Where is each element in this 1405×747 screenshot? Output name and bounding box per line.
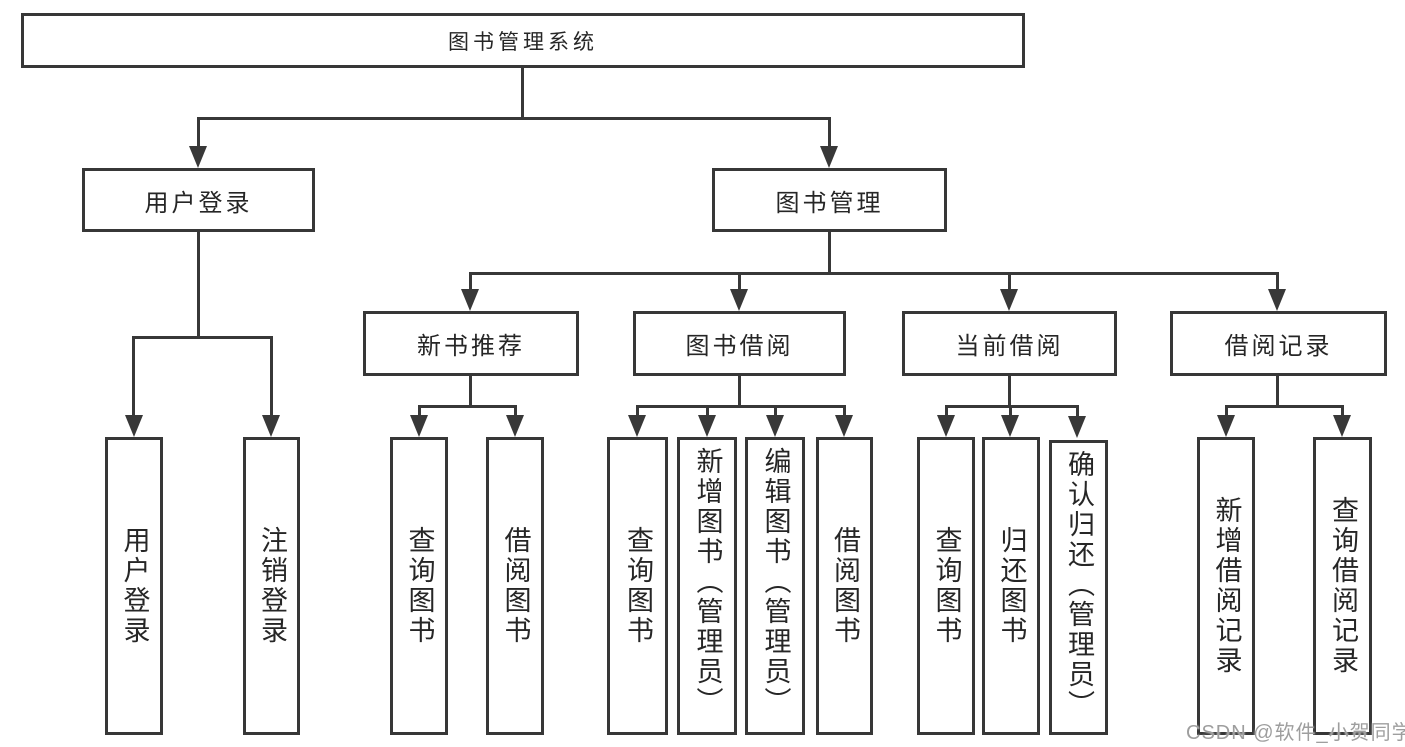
leaf-nb-borrow-book-label: 借阅图书: [500, 526, 531, 646]
leaf-logout-label: 注销登录: [257, 526, 287, 646]
connector-line: [469, 272, 1279, 275]
connector-line: [1276, 272, 1279, 291]
arrow-down-icon: [262, 415, 280, 437]
leaf-cb-return-book-label: 归还图书: [996, 526, 1027, 646]
leaf-br-query-record-label: 查询借阅记录: [1328, 496, 1358, 676]
connector-line: [132, 336, 135, 416]
node-new-book-recommend: 新书推荐: [363, 311, 579, 376]
connector-line: [738, 272, 741, 291]
leaf-cb-confirm-return-admin-label: 确认归还（管理员）: [1064, 450, 1094, 720]
leaf-bb-query-book: 查询图书: [607, 437, 668, 735]
node-new-book-recommend-label: 新书推荐: [417, 333, 525, 360]
connector-line: [418, 405, 517, 408]
arrow-down-icon: [1217, 415, 1235, 437]
arrow-down-icon: [125, 415, 143, 437]
node-book-management: 图书管理: [712, 168, 947, 232]
leaf-br-add-record-label: 新增借阅记录: [1211, 496, 1242, 676]
leaf-bb-borrow-book-label: 借阅图书: [830, 526, 860, 646]
node-root: 图书管理系统: [21, 13, 1025, 68]
connector-line: [1225, 405, 1343, 408]
leaf-cb-return-book: 归还图书: [982, 437, 1040, 735]
connector-line: [1276, 376, 1279, 405]
connector-line: [738, 376, 741, 405]
leaf-nb-query-book-label: 查询图书: [404, 526, 435, 646]
leaf-user-login: 用户登录: [105, 437, 163, 735]
leaf-cb-confirm-return-admin: 确认归还（管理员）: [1049, 440, 1108, 735]
connector-line: [132, 336, 273, 339]
leaf-bb-add-book-admin-label: 新增图书（管理员）: [692, 447, 723, 717]
connector-line: [197, 117, 200, 148]
connector-line: [636, 405, 846, 408]
leaf-nb-query-book: 查询图书: [390, 437, 448, 735]
arrow-down-icon: [461, 289, 479, 311]
connector-line: [828, 117, 831, 148]
connector-line: [774, 405, 777, 419]
arrow-down-icon: [1333, 415, 1351, 437]
connector-line: [706, 405, 709, 419]
connector-line: [1225, 405, 1228, 419]
arrow-down-icon: [820, 146, 838, 168]
leaf-bb-edit-book-admin-label: 编辑图书（管理员）: [760, 447, 791, 717]
connector-line: [1009, 405, 1012, 419]
arrow-down-icon: [628, 415, 646, 437]
connector-line: [521, 68, 524, 117]
arrow-down-icon: [937, 415, 955, 437]
arrow-down-icon: [1001, 415, 1019, 437]
connector-line: [197, 117, 831, 120]
leaf-bb-borrow-book: 借阅图书: [816, 437, 873, 735]
watermark: CSDN @软件_小贺同学: [1186, 722, 1405, 744]
leaf-br-add-record: 新增借阅记录: [1197, 437, 1255, 735]
connector-line: [469, 376, 472, 405]
arrow-down-icon: [1000, 289, 1018, 311]
leaf-br-query-record: 查询借阅记录: [1313, 437, 1372, 735]
arrow-down-icon: [766, 415, 784, 437]
node-current-borrow-label: 当前借阅: [955, 333, 1064, 360]
connector-line: [1008, 376, 1011, 405]
node-root-label: 图书管理系统: [448, 30, 598, 54]
leaf-bb-query-book-label: 查询图书: [623, 526, 653, 646]
leaf-bb-edit-book-admin: 编辑图书（管理员）: [745, 437, 805, 735]
connector-line: [418, 405, 421, 419]
arrow-down-icon: [189, 146, 207, 168]
node-user-login-label: 用户登录: [144, 189, 253, 217]
leaf-nb-borrow-book: 借阅图书: [486, 437, 544, 735]
arrow-down-icon: [1068, 416, 1086, 438]
connector-line: [828, 232, 831, 272]
node-borrow-record: 借阅记录: [1170, 311, 1387, 376]
connector-line: [270, 336, 273, 416]
node-user-login: 用户登录: [82, 168, 315, 232]
node-borrow-record-label: 借阅记录: [1224, 333, 1333, 360]
connector-line: [469, 272, 472, 291]
arrow-down-icon: [698, 415, 716, 437]
arrow-down-icon: [410, 415, 428, 437]
leaf-logout: 注销登录: [243, 437, 300, 735]
arrow-down-icon: [835, 415, 853, 437]
arrow-down-icon: [1268, 289, 1286, 311]
node-book-management-label: 图书管理: [775, 189, 884, 217]
connector-line: [636, 405, 639, 419]
connector-line: [843, 405, 846, 419]
leaf-cb-query-book: 查询图书: [917, 437, 975, 735]
connector-line: [1341, 405, 1344, 419]
connector-line: [197, 232, 200, 336]
arrow-down-icon: [506, 415, 524, 437]
connector-line: [1008, 272, 1011, 291]
connector-line: [945, 405, 948, 419]
connector-line: [945, 405, 1079, 408]
node-book-borrow: 图书借阅: [633, 311, 846, 376]
connector-line: [1076, 405, 1079, 419]
node-book-borrow-label: 图书借阅: [685, 333, 794, 360]
leaf-cb-query-book-label: 查询图书: [931, 526, 962, 646]
connector-line: [514, 405, 517, 419]
leaf-bb-add-book-admin: 新增图书（管理员）: [677, 437, 737, 735]
arrow-down-icon: [730, 289, 748, 311]
node-current-borrow: 当前借阅: [902, 311, 1117, 376]
leaf-user-login-label: 用户登录: [119, 526, 150, 646]
